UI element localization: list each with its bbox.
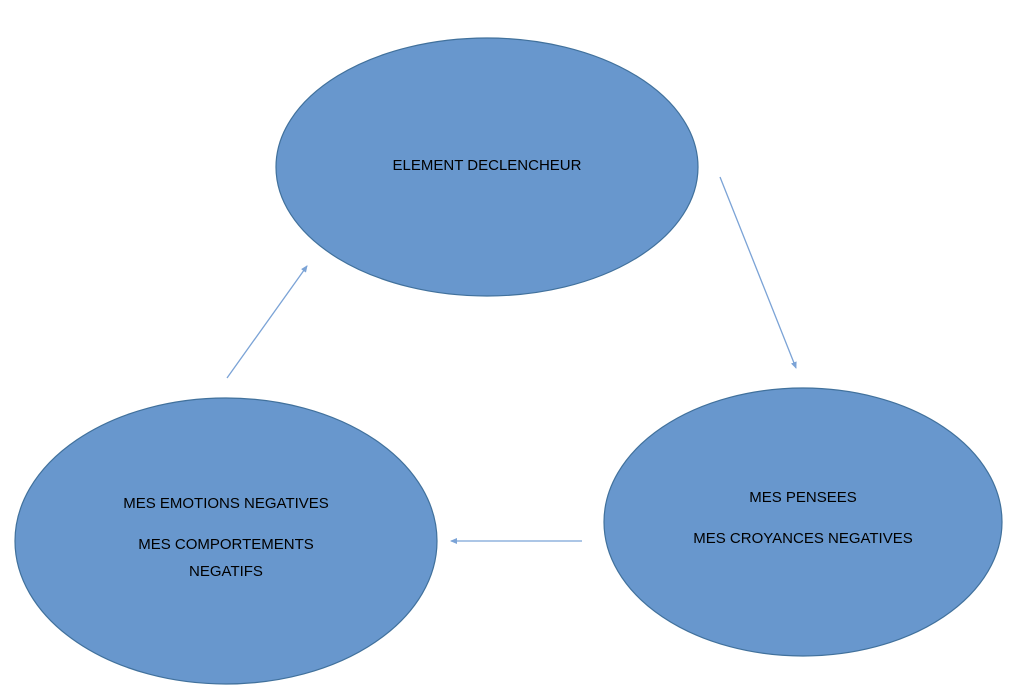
node-trigger-shape [275, 37, 699, 297]
node-emotions: MES EMOTIONS NEGATIVES MES COMPORTEMENTS… [14, 397, 438, 685]
arrow-emotions-to-trigger [226, 265, 308, 379]
node-thoughts: MES PENSEES MES CROYANCES NEGATIVES [603, 387, 1003, 657]
node-emotions-label-line-1: MES EMOTIONS NEGATIVES [123, 495, 329, 512]
node-thoughts-shape [603, 387, 1003, 657]
node-trigger-label: ELEMENT DECLENCHEUR [393, 157, 582, 174]
node-thoughts-label-line-1: MES PENSEES [749, 489, 857, 506]
node-emotions-label-line-2: MES COMPORTEMENTS [138, 536, 314, 553]
node-emotions-shape [14, 397, 438, 685]
node-thoughts-label-line-2: MES CROYANCES NEGATIVES [693, 530, 913, 547]
arrow-trigger-to-thoughts [719, 176, 797, 369]
node-emotions-label-line-3: NEGATIFS [189, 563, 263, 580]
node-trigger: ELEMENT DECLENCHEUR [275, 37, 699, 297]
